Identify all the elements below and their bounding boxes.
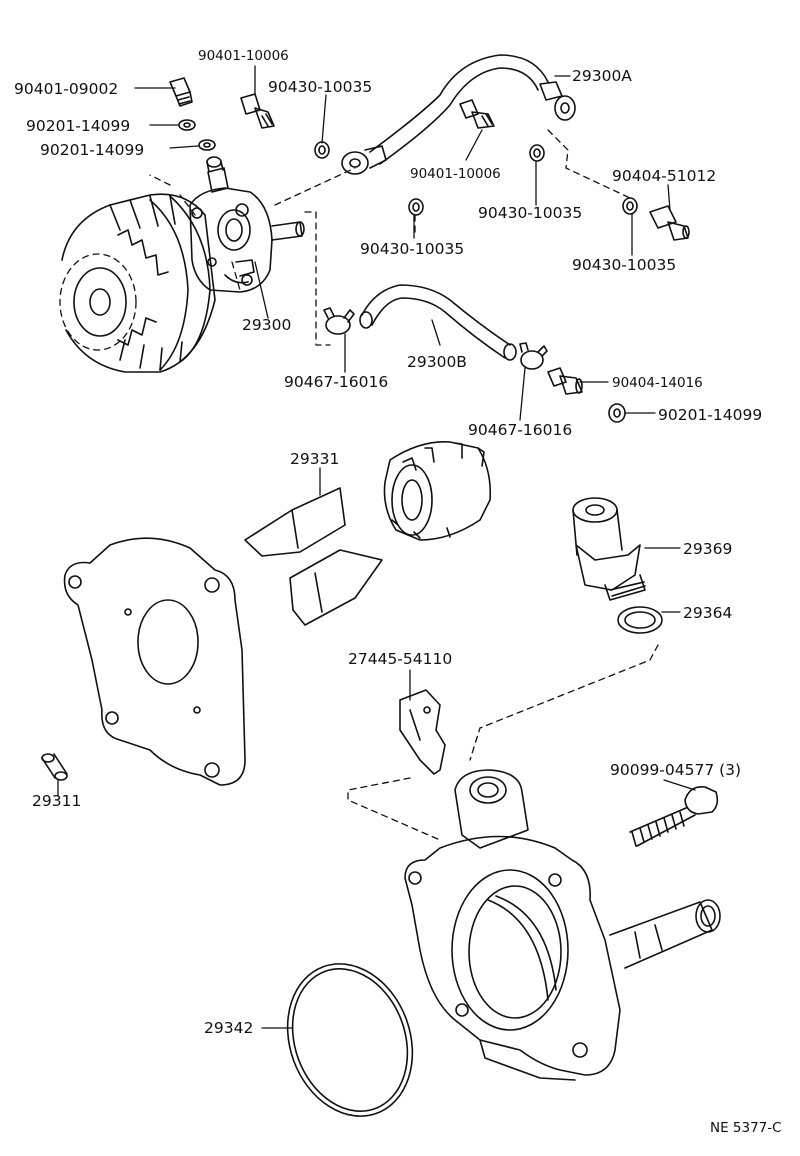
leader-lines xyxy=(57,65,696,1029)
hose-clamp-90467-16016-b xyxy=(519,342,548,370)
label-29311: 29311 xyxy=(32,792,81,810)
label-27445-54110: 27445-54110 xyxy=(348,650,452,668)
washer-90201-14099-a xyxy=(178,119,196,131)
label-90201-14099-a: 90201-14099 xyxy=(26,117,130,135)
label-90201-14099-c: 90201-14099 xyxy=(658,406,762,424)
label-90467-16016-b: 90467-16016 xyxy=(468,421,572,439)
end-plate xyxy=(63,537,246,786)
label-90201-14099-b: 90201-14099 xyxy=(40,141,144,159)
label-90430-10035-a: 90430-10035 xyxy=(268,78,372,96)
label-90401-10006-mid: 90401-10006 xyxy=(410,166,501,182)
gasket-29364 xyxy=(617,606,663,634)
union-90404-51012 xyxy=(649,205,690,241)
label-90404-14016: 90404-14016 xyxy=(612,375,703,391)
union-bolt-90401-10006-mid xyxy=(459,99,495,129)
label-90430-10035-b: 90430-10035 xyxy=(478,204,582,222)
bracket-27445-54110 xyxy=(399,689,446,775)
label-90430-10035-d: 90430-10035 xyxy=(572,256,676,274)
label-90404-51012: 90404-51012 xyxy=(612,167,716,185)
label-90401-09002: 90401-09002 xyxy=(14,80,118,98)
label-29331: 29331 xyxy=(290,450,339,468)
diagram-code: NE 5377-C xyxy=(710,1120,782,1136)
union-bolt-90401-10006-top xyxy=(240,93,275,129)
o-ring-29342 xyxy=(286,963,414,1117)
gasket-90430-10035-c xyxy=(408,198,424,216)
label-29300: 29300 xyxy=(242,316,291,334)
label-29364: 29364 xyxy=(683,604,732,622)
washer-90201-14099-b xyxy=(198,139,216,151)
label-29300a: 29300A xyxy=(572,67,632,85)
pump-housing xyxy=(404,769,721,1081)
alternator-vacuum-pump-29300 xyxy=(59,156,305,373)
gasket-90430-10035-d xyxy=(622,197,638,215)
hose-clamp-90467-16016-a xyxy=(323,307,355,335)
rotor xyxy=(383,441,492,541)
bolt-90099-04577 xyxy=(629,785,719,847)
label-90467-16016-a: 90467-16016 xyxy=(284,373,388,391)
washer-90201-14099-c xyxy=(608,403,626,423)
label-90430-10035-c: 90430-10035 xyxy=(360,240,464,258)
fitting-29369 xyxy=(572,497,646,601)
label-29369: 29369 xyxy=(683,540,732,558)
label-90401-10006-top: 90401-10006 xyxy=(198,48,289,64)
gasket-90430-10035-a xyxy=(314,141,330,159)
union-bolt-90401-09002 xyxy=(169,77,193,107)
pin-29311 xyxy=(41,753,68,781)
label-90099-04577: 90099-04577 (3) xyxy=(610,761,741,779)
label-29342: 29342 xyxy=(204,1019,253,1037)
union-90404-14016 xyxy=(547,367,583,395)
label-29300b: 29300B xyxy=(407,353,467,371)
vanes-29331 xyxy=(244,487,383,626)
vacuum-hose-29300a xyxy=(341,54,576,175)
gasket-90430-10035-b xyxy=(529,144,545,162)
part-labels: 90401-10006 90401-09002 90430-10035 2930… xyxy=(14,48,782,1136)
vacuum-hose-29300b xyxy=(359,284,517,361)
